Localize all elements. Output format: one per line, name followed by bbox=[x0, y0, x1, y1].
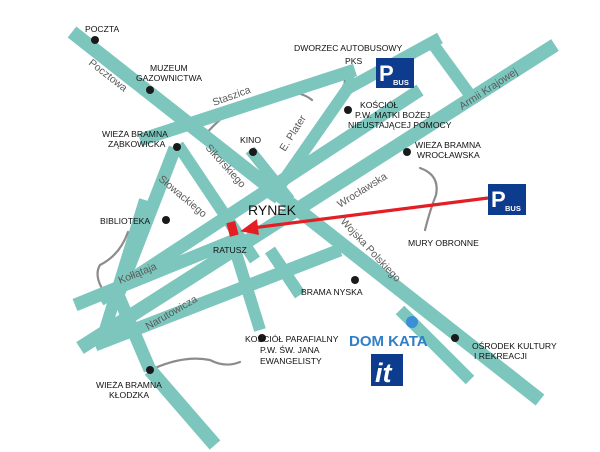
label-parafialny-2: P.W. ŚW. JANA bbox=[260, 344, 320, 355]
location-dot-icon[interactable] bbox=[146, 366, 154, 374]
road-sikorskiego bbox=[173, 141, 260, 264]
road-ratusz-south bbox=[226, 238, 266, 332]
label-biblioteka: BIBLIOTEKA bbox=[100, 216, 150, 226]
road-staszica bbox=[137, 63, 358, 147]
info-text: it bbox=[375, 358, 393, 388]
label-kino: KINO bbox=[240, 135, 261, 145]
label-muzeum-1: MUZEUM bbox=[150, 63, 188, 73]
road-klodzka bbox=[144, 365, 221, 450]
label-parafialny-3: EWANGELISTY bbox=[260, 356, 322, 366]
road-armii-krajowej-branch bbox=[425, 36, 475, 99]
label-parafialny-1: KOŚCIÓŁ PARAFIALNY bbox=[245, 333, 339, 344]
label-brama-nyska: BRAMA NYSKA bbox=[301, 287, 363, 297]
location-dot-icon[interactable] bbox=[351, 276, 359, 284]
bus-text: BUS bbox=[505, 204, 521, 213]
label-dworzec-2: PKS bbox=[345, 56, 362, 66]
road-west-inner bbox=[99, 198, 151, 332]
label-dom-kata: DOM KATA bbox=[349, 333, 428, 350]
location-dot-icon[interactable] bbox=[249, 148, 257, 156]
label-muzeum-2: GAZOWNICTWA bbox=[136, 73, 202, 83]
label-rynek: RYNEK bbox=[248, 202, 297, 218]
location-dot-icon[interactable] bbox=[146, 86, 154, 94]
location-dot-icon[interactable] bbox=[162, 216, 170, 224]
label-mury: MURY OBRONNE bbox=[408, 238, 479, 248]
label-wieza-zabk-1: WIEŻA BRAMNA bbox=[102, 129, 168, 139]
road-kollataja bbox=[72, 233, 238, 312]
location-dot-icon[interactable] bbox=[258, 334, 266, 342]
location-dot-icon[interactable] bbox=[173, 143, 181, 151]
parking-letter: P bbox=[491, 187, 506, 212]
poi-dots bbox=[91, 36, 459, 374]
road-brama-nyska bbox=[265, 246, 305, 299]
label-ratusz: RATUSZ bbox=[213, 245, 247, 255]
location-dot-icon[interactable] bbox=[344, 106, 352, 114]
road-central-diagonal bbox=[96, 84, 424, 306]
label-osrodek-1: OŚRODEK KULTURY bbox=[472, 340, 557, 351]
road-plater bbox=[265, 74, 360, 204]
tourist-info-icon[interactable]: it bbox=[371, 354, 403, 388]
parking-bus-icon[interactable]: P BUS bbox=[488, 184, 526, 215]
label-wieza-wroc-2: WROCŁAWSKA bbox=[417, 150, 480, 160]
road-wroclawska bbox=[76, 39, 559, 354]
label-osrodek-2: I REKREACJI bbox=[474, 351, 527, 361]
location-dot-icon[interactable] bbox=[91, 36, 99, 44]
label-wieza-zabk-2: ZĄBKOWICKA bbox=[108, 139, 166, 149]
label-kosciol-1: KOŚCIÓŁ bbox=[360, 99, 398, 110]
label-wieza-wroc-1: WIEŻA BRAMNA bbox=[415, 140, 481, 150]
label-wieza-klodz-2: KŁODZKA bbox=[109, 390, 149, 400]
label-kosciol-3: NIEUSTAJĄCEJ POMOCY bbox=[348, 120, 452, 130]
label-dworzec-1: DWORZEC AUTOBUSOWY bbox=[294, 43, 402, 53]
label-wieza-klodz-1: WIEŻA BRAMNA bbox=[96, 380, 162, 390]
parking-letter: P bbox=[379, 61, 394, 86]
location-dot-icon[interactable] bbox=[451, 334, 459, 342]
road-network bbox=[67, 26, 559, 450]
dom-kata-dot-icon[interactable] bbox=[406, 316, 418, 328]
road-narutowicza bbox=[92, 243, 343, 352]
town-hall-marker[interactable] bbox=[226, 220, 239, 237]
wall-south bbox=[153, 357, 242, 370]
arrow-icon bbox=[240, 196, 489, 235]
place-labels: POCZTA MUZEUM GAZOWNICTWA DWORZEC AUTOBU… bbox=[85, 24, 557, 400]
road-kino bbox=[245, 146, 295, 204]
location-dot-icon[interactable] bbox=[403, 148, 411, 156]
label-kosciol-2: P.W. MATKI BOŻEJ bbox=[355, 110, 430, 120]
wall-east bbox=[418, 166, 438, 232]
bus-text: BUS bbox=[393, 78, 409, 87]
parking-bus-icon[interactable]: P BUS bbox=[376, 58, 414, 88]
label-poczta: POCZTA bbox=[85, 24, 119, 34]
